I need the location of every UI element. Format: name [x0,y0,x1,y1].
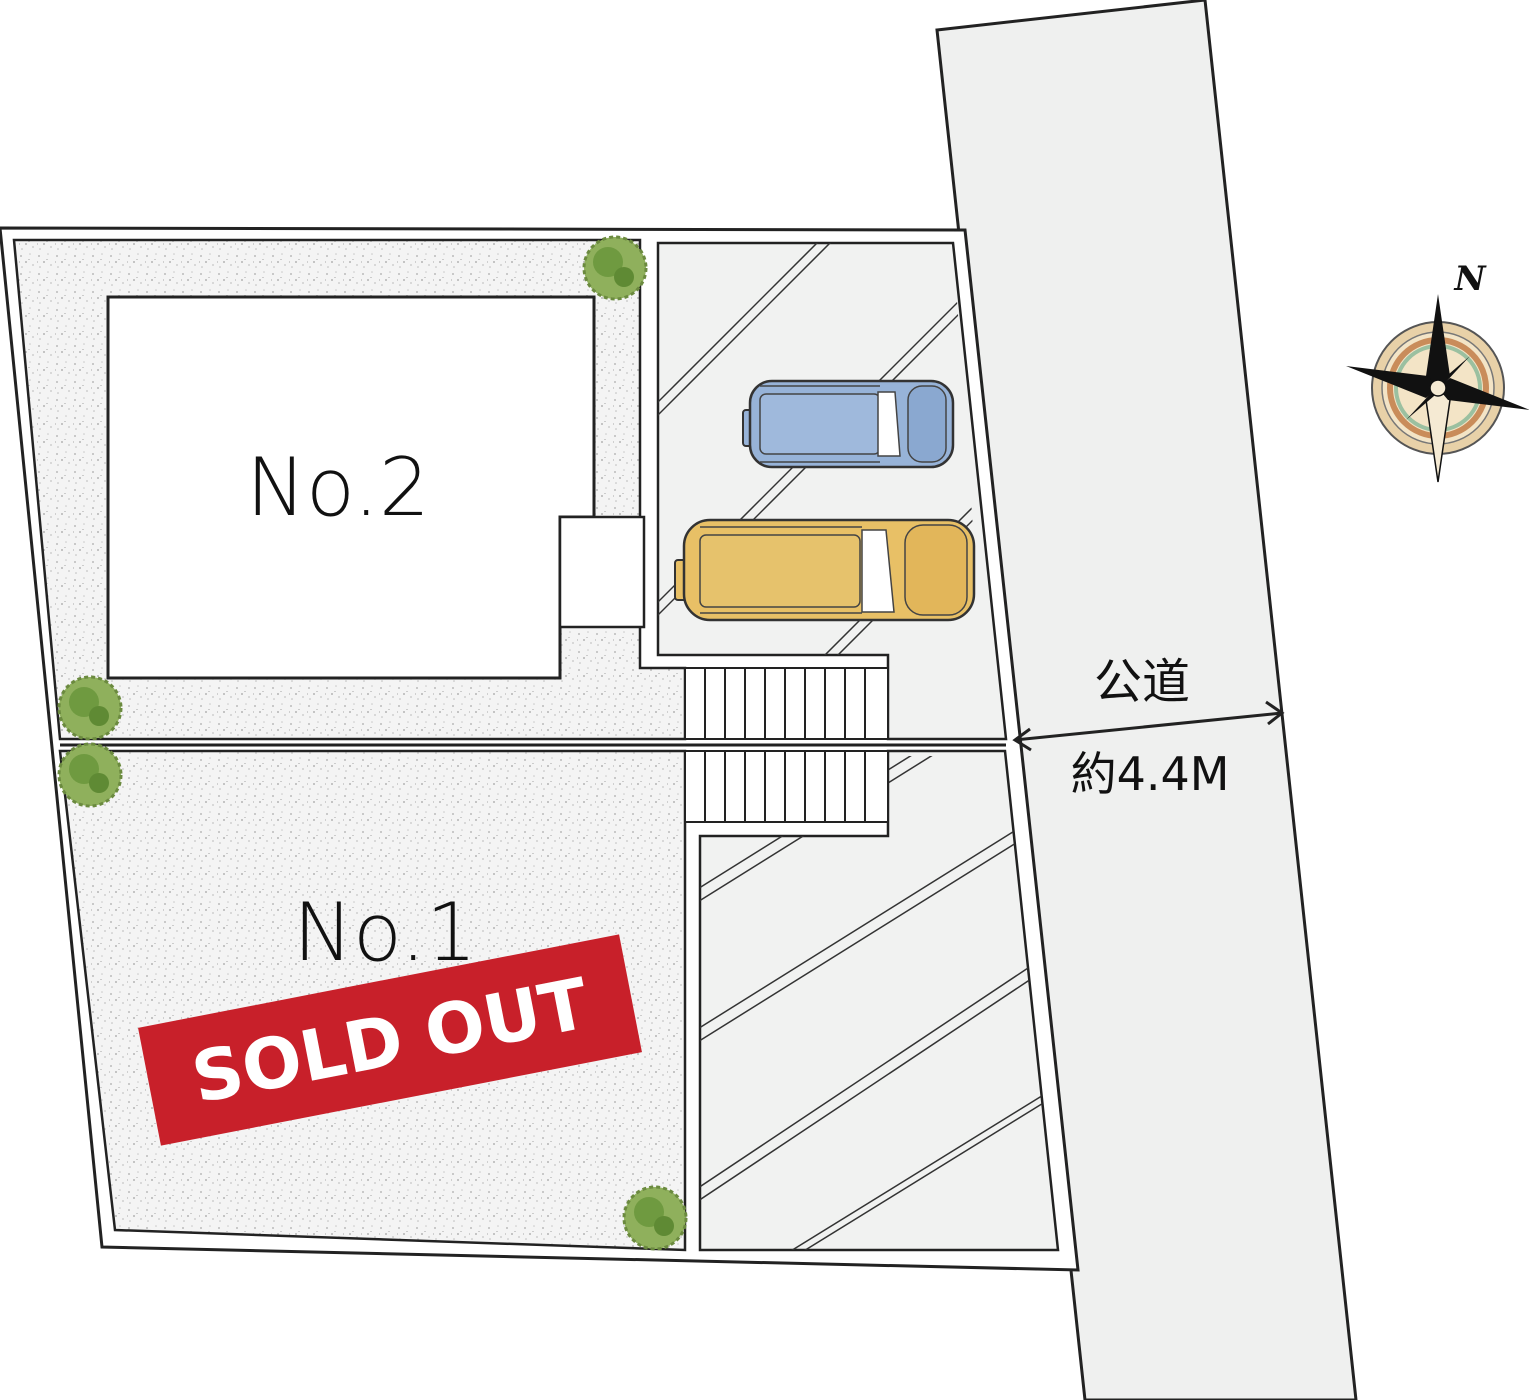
compass-rose-icon [1346,294,1529,483]
car-icon [742,379,955,469]
road-name: 公道 [1094,654,1190,710]
lot-label-no1: No.1 [293,886,477,979]
tree-icon [582,235,648,301]
tree-icon [622,1185,688,1251]
lot-label-no2: No.2 [246,441,430,534]
house-no2-porch [558,515,646,629]
car-icon [674,518,976,622]
lot-1-parking [698,749,1060,1252]
tree-icon [57,675,123,741]
compass-north-label: N [1453,259,1487,299]
road-width-arrow [1012,700,1285,752]
tree-icon [57,742,123,808]
entrance-steps [684,667,889,823]
road-width-label: 約4.4M [1071,747,1230,801]
